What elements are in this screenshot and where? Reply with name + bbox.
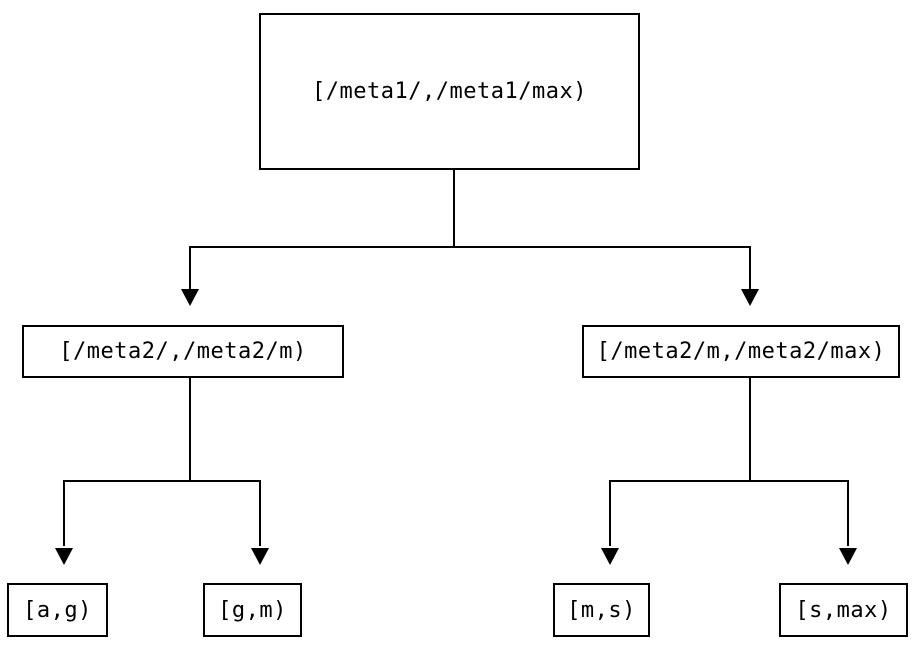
arrow-down-icon [251, 548, 269, 565]
connector-line [189, 378, 191, 482]
tree-node-root: [/meta1/,/meta1/max) [259, 13, 640, 170]
connector-line [453, 170, 455, 248]
node-label: [m,s) [567, 597, 636, 623]
node-label: [a,g) [23, 597, 92, 623]
node-label: [/meta1/,/meta1/max) [312, 79, 587, 104]
connector-line [259, 480, 261, 546]
arrow-down-icon [601, 548, 619, 565]
node-label: [/meta2/m,/meta2/max) [596, 339, 886, 364]
arrow-down-icon [181, 289, 199, 306]
node-label: [g,m) [218, 597, 287, 623]
connector-line [749, 246, 751, 290]
tree-node-mid-right: [/meta2/m,/meta2/max) [582, 325, 900, 378]
arrow-down-icon [839, 548, 857, 565]
connector-line [749, 378, 751, 482]
connector-line [609, 480, 611, 546]
connector-line [189, 246, 751, 248]
connector-line [63, 480, 261, 482]
tree-node-mid-left: [/meta2/,/meta2/m) [22, 325, 344, 378]
node-label: [s,max) [795, 597, 892, 623]
connector-line [189, 246, 191, 290]
node-label: [/meta2/,/meta2/m) [59, 339, 307, 364]
tree-node-leaf-smax: [s,max) [779, 583, 908, 637]
connector-line [609, 480, 849, 482]
tree-node-leaf-ms: [m,s) [553, 583, 650, 637]
tree-node-leaf-ag: [a,g) [7, 583, 108, 637]
connector-line [63, 480, 65, 546]
tree-node-leaf-gm: [g,m) [203, 583, 302, 637]
arrow-down-icon [55, 548, 73, 565]
arrow-down-icon [741, 289, 759, 306]
connector-line [847, 480, 849, 546]
